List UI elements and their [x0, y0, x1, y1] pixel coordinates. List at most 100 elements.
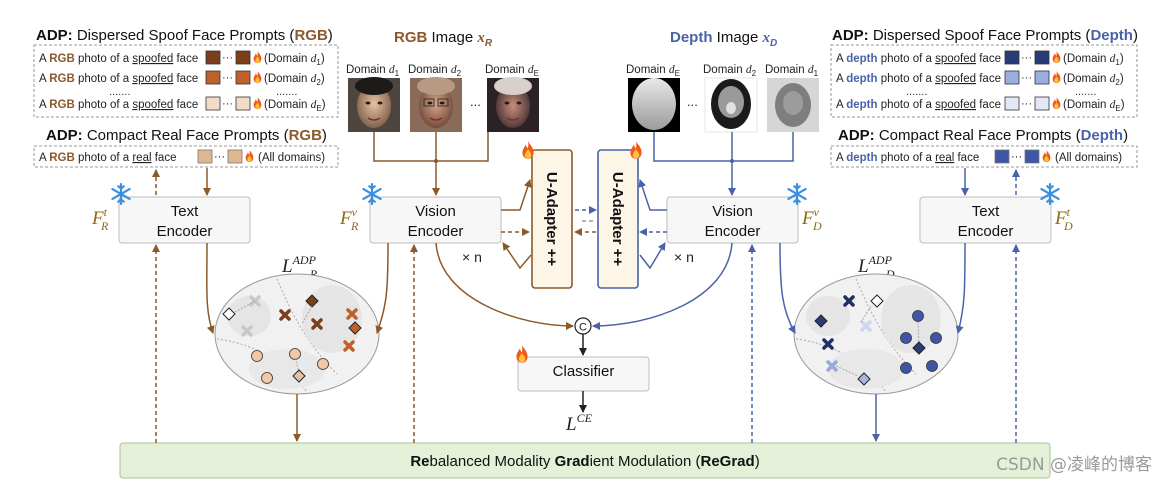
prompt-swatch — [205, 70, 221, 85]
flame-icon — [253, 96, 262, 110]
image-var: x — [476, 30, 485, 46]
adp-prefix: ADP: — [46, 127, 87, 144]
prompt-modality: RGB — [49, 73, 75, 85]
junction-dot — [434, 159, 438, 163]
box-outline — [666, 196, 799, 244]
real-feature-marker — [926, 360, 938, 372]
pull-arrow — [234, 300, 256, 313]
domain-index: 1 — [316, 58, 321, 67]
prompt-domain: (Domain d1) — [1063, 53, 1124, 67]
box-label: Text — [972, 203, 1000, 220]
real-prompts-box — [830, 145, 1138, 168]
real-prompt-row: A depth photo of a real face — [836, 152, 979, 164]
spoof-prompt-row: A RGB photo of a spoofed face — [39, 73, 198, 85]
rgb-features-to-concat — [435, 242, 574, 330]
rgb-images-merge — [373, 132, 489, 162]
prompt-anchor-marker — [222, 307, 236, 321]
depth-thumbnail — [767, 78, 819, 132]
cluster-region — [806, 296, 850, 336]
domain-index: E — [675, 69, 680, 78]
domain-text: (Domain — [264, 99, 311, 111]
depth-embedding-space — [793, 273, 959, 395]
depth-domain-label: Domain dE — [626, 64, 680, 78]
domain-index: E — [1115, 104, 1120, 113]
regrad-text: balanced Modality — [430, 453, 555, 470]
domain-var: d — [389, 64, 395, 76]
classifier-flame-icon — [516, 345, 528, 363]
cluster-region — [881, 285, 941, 353]
face-shape — [496, 84, 530, 128]
prompt-mid: photo of a — [75, 73, 133, 85]
real-feature-marker — [900, 332, 912, 344]
adapter-to-rgb-encoder — [502, 242, 532, 270]
title-close: ) — [322, 127, 327, 144]
domain-close: ) — [1120, 73, 1124, 85]
spoof-feature-marker — [860, 320, 872, 332]
prompt-swatch — [205, 50, 221, 65]
domain-label: Domain — [408, 64, 451, 76]
spoof-prompt-row: A RGB photo of a spoofed face — [39, 99, 198, 111]
domain-close: ) — [1120, 53, 1124, 65]
math-sup: CE — [577, 411, 593, 425]
spoof-feature-marker — [311, 318, 323, 330]
math-symbol: L — [565, 414, 577, 435]
domain-index: 1 — [395, 69, 400, 78]
math-sub: R — [309, 267, 318, 281]
math-sub: D — [885, 267, 895, 281]
image-title-modality: RGB — [394, 29, 428, 46]
prompt-mid: photo of a — [75, 99, 133, 111]
prompt-pre: A — [39, 53, 49, 65]
rgb-domain-label: Domain d1 — [346, 64, 400, 78]
cluster-region — [828, 349, 904, 389]
box-label: Encoder — [408, 223, 464, 240]
box-outline — [919, 196, 1052, 244]
rgb-vision-to-embedding — [375, 242, 389, 334]
image-title-text: Image — [713, 29, 763, 46]
depth-thumbnail — [628, 78, 680, 132]
face-hair — [417, 77, 455, 95]
domain-index: 1 — [814, 69, 819, 78]
spoof-feature-marker — [241, 325, 253, 337]
box-label: Encoder — [157, 223, 213, 240]
loss-ce: LCE — [565, 411, 593, 435]
watermark: CSDN @凌峰的博客 — [996, 455, 1152, 475]
prompt-pre: A — [39, 99, 49, 111]
face-eye — [365, 101, 371, 105]
face-glasses — [423, 98, 435, 107]
flame-icon — [1052, 70, 1061, 84]
title-modality: RGB — [294, 27, 328, 44]
real-feature-marker — [912, 310, 924, 322]
adapter-outline — [597, 149, 639, 289]
concat-symbol: C — [579, 322, 587, 334]
rgb-image-title: RGB Image xR — [394, 29, 493, 49]
swatch-dots: ··· — [1021, 52, 1032, 64]
prompt-underlined: real — [935, 152, 954, 164]
prompt-anchor-marker — [870, 294, 884, 308]
domain-var: d — [808, 64, 814, 76]
domain-index: E — [316, 104, 321, 113]
prompt-domain: (Domain dE) — [1063, 99, 1125, 113]
rgb-domain-label: Domain dE — [485, 64, 539, 78]
box-label: Classifier — [553, 363, 615, 380]
flame-icon — [1052, 96, 1061, 110]
prompt-swatch — [1034, 96, 1050, 111]
spoof-feature-marker — [822, 338, 834, 350]
rgb-face-thumbnail — [410, 77, 462, 132]
prompt-domain: (Domain d2) — [1063, 73, 1124, 87]
spoof-feature-marker — [343, 340, 355, 352]
prompt-mid: photo of a — [878, 99, 936, 111]
prompt-swatch — [1004, 50, 1020, 65]
adp-prefix: ADP: — [832, 27, 873, 44]
domain-close: ) — [321, 73, 325, 85]
math-symbol: F — [91, 208, 104, 229]
math-sub: R — [350, 219, 359, 233]
domain-label: Domain — [703, 64, 746, 76]
prompt-domain: (Domain d1) — [264, 53, 325, 67]
spoof-feature-marker — [843, 295, 855, 307]
regrad-text: ) — [755, 453, 760, 470]
prompt-underlined: real — [132, 152, 151, 164]
spoof-prompt-row: A depth photo of a spoofed face — [836, 99, 1001, 111]
